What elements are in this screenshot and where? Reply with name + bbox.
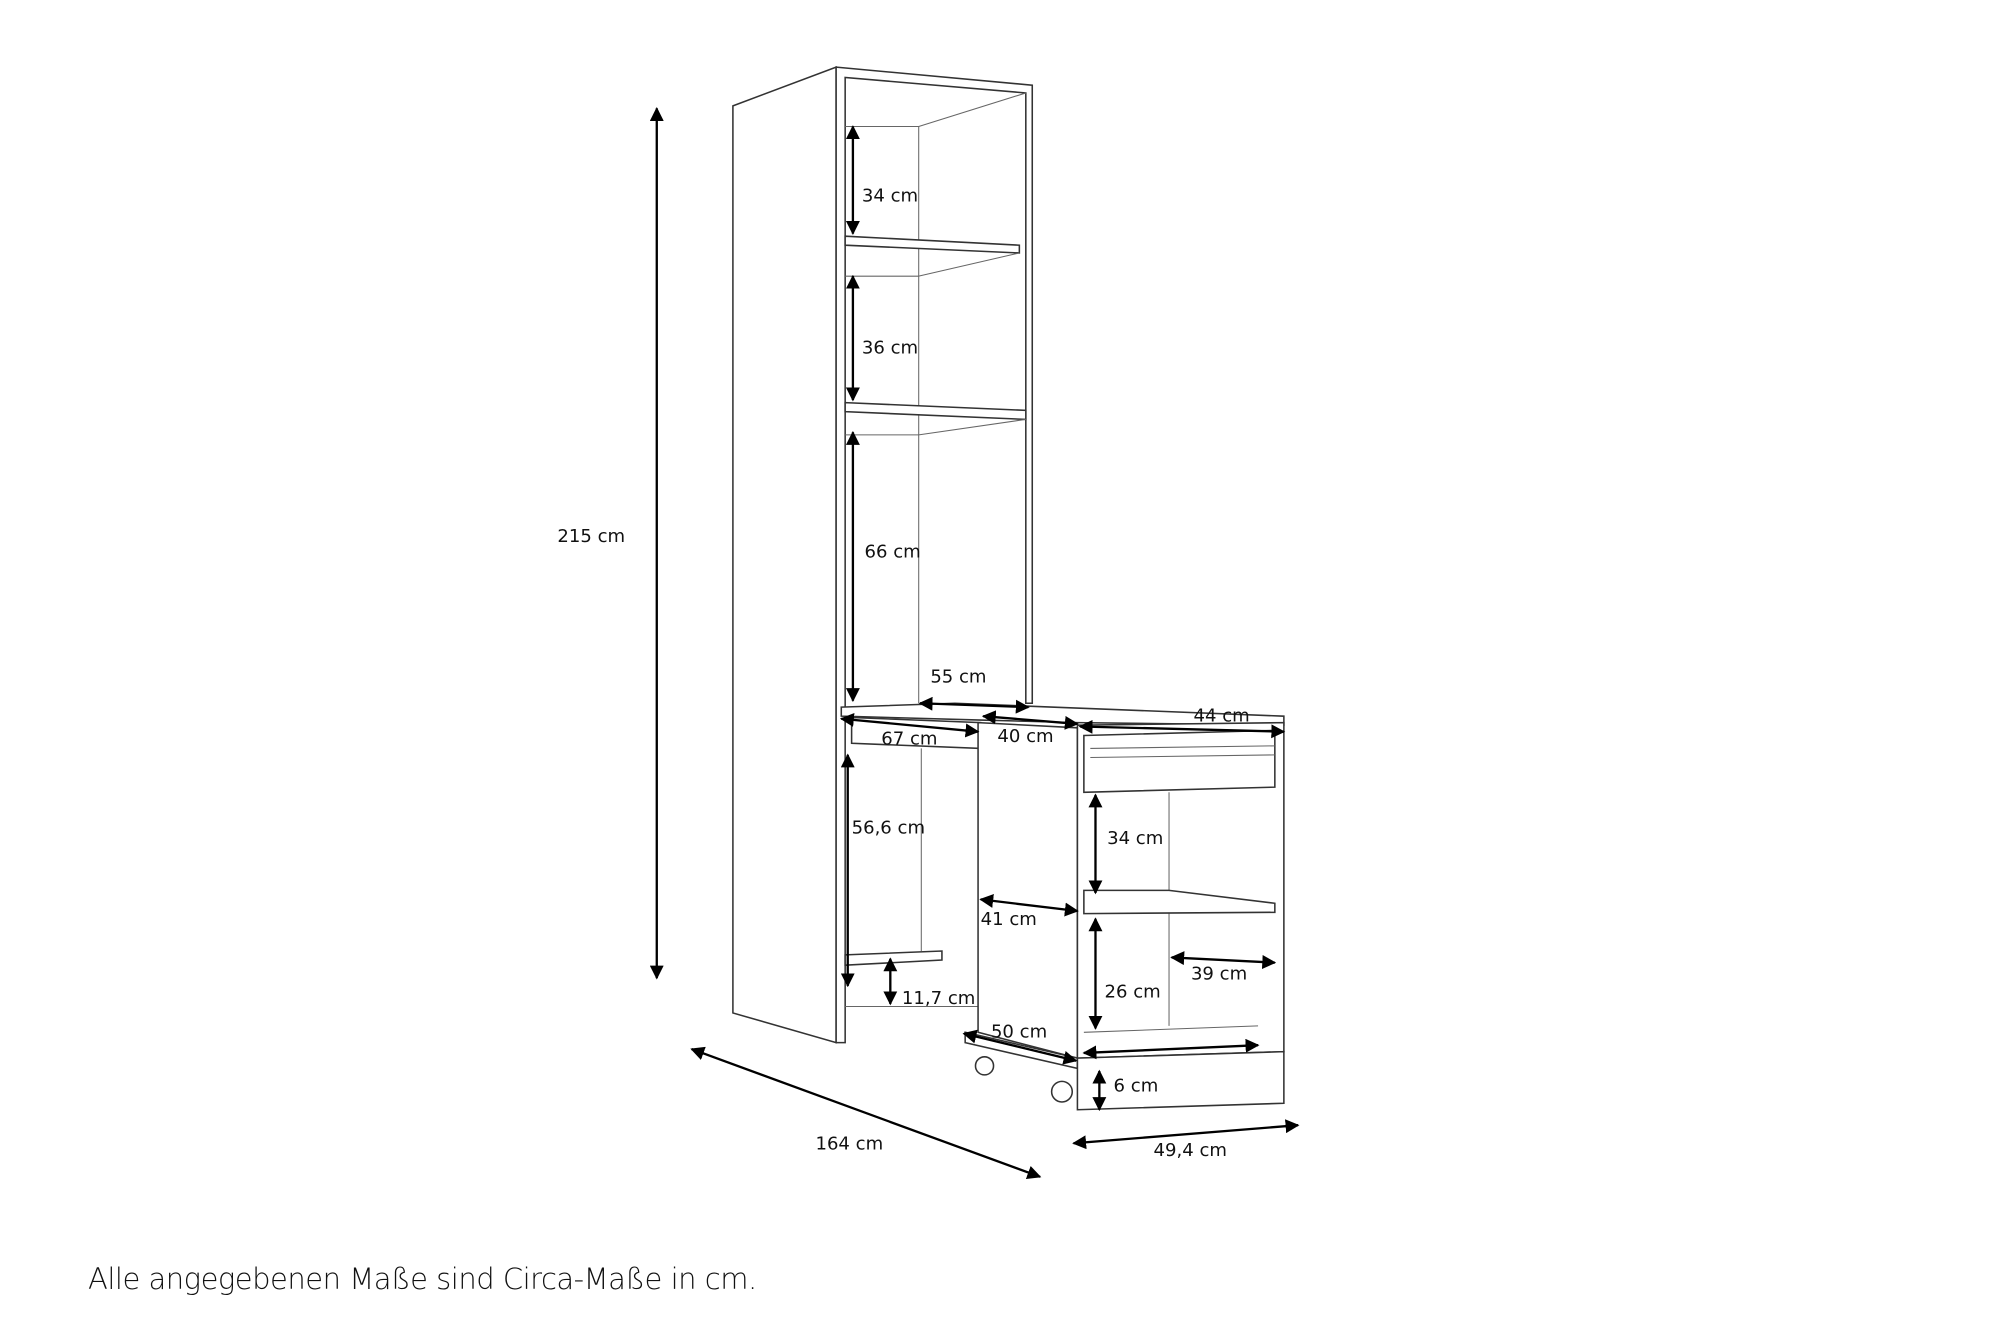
label-pedestal-inner-depth: 39 cm <box>1191 963 1247 984</box>
footer-note: Alle angegebenen Maße sind Circa-Maße in… <box>88 1262 757 1296</box>
label-desk-width: 67 cm <box>881 729 937 750</box>
label-desk-depth: 40 cm <box>997 726 1053 747</box>
label-total-height: 215 cm <box>557 526 625 547</box>
label-caster-height: 6 cm <box>1114 1076 1159 1097</box>
dimension-arrows <box>649 107 1300 1180</box>
label-shelf-second: 36 cm <box>862 338 918 359</box>
label-pedestal-width-top: 44 cm <box>1194 705 1250 726</box>
label-lower-shelf-height: 11,7 cm <box>902 988 975 1009</box>
label-shelf-top: 34 cm <box>862 185 918 206</box>
label-base-depth: 50 cm <box>991 1021 1047 1042</box>
label-shelf-third: 66 cm <box>865 541 921 562</box>
label-pedestal-side-depth: 41 cm <box>981 909 1037 930</box>
label-knee-height: 56,6 cm <box>852 818 925 839</box>
label-total-width: 164 cm <box>815 1134 883 1155</box>
label-pedestal-lower: 26 cm <box>1105 981 1161 1002</box>
label-desk-depth-inner: 55 cm <box>930 667 986 688</box>
label-pedestal-upper: 34 cm <box>1107 828 1163 849</box>
label-pedestal-width: 49,4 cm <box>1154 1140 1227 1161</box>
